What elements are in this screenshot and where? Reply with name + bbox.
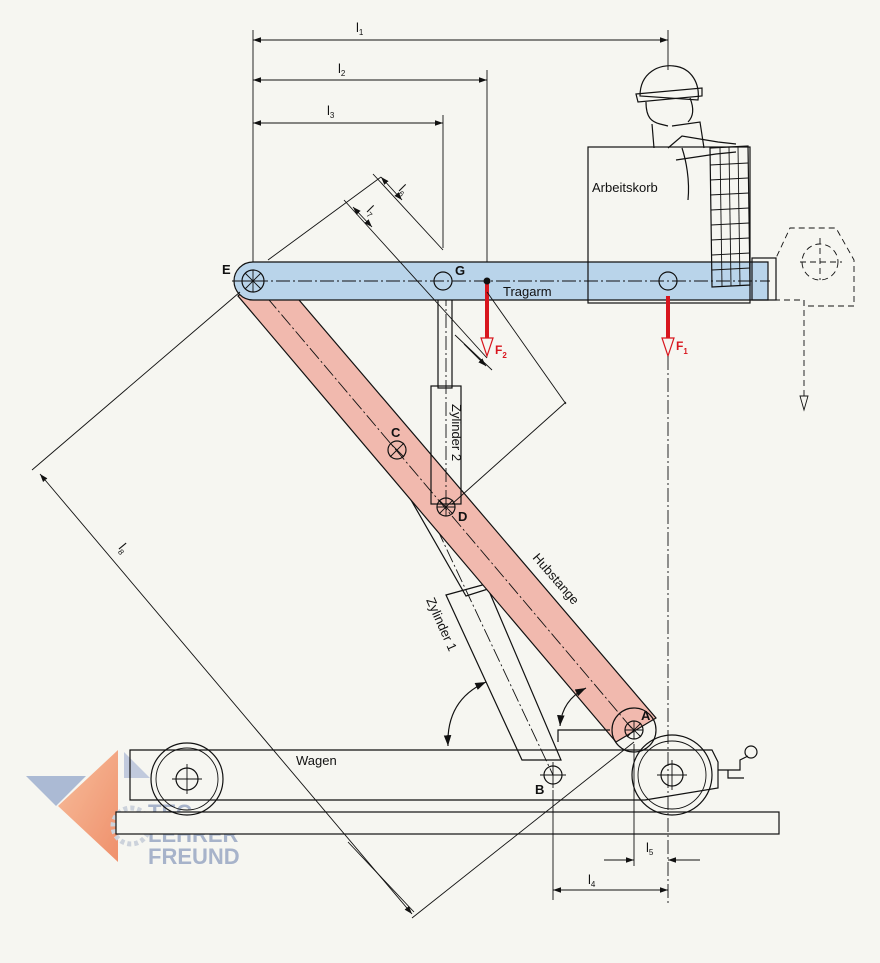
zylinder-2: Zylinder 2 (430, 270, 464, 510)
dim-l1-letter: l (356, 20, 359, 35)
joint-g: G (433, 263, 465, 291)
tec-lehrer-freund-logo: TEC LEHRER FREUND (26, 750, 240, 869)
label-zylinder-2: Zylinder 2 (449, 404, 464, 461)
svg-text:l2: l2 (338, 61, 346, 78)
joint-b: B (535, 762, 566, 797)
dimension-labels: l1 l2 l3 l6 l7 l8 l4 l5 (114, 20, 654, 889)
worker-figure (635, 65, 737, 201)
dim-l6-sub: 6 (397, 189, 407, 199)
label-point-d: D (458, 509, 467, 524)
joint-e: E (222, 262, 265, 293)
dim-l3-letter: l (327, 103, 330, 118)
svg-text:l8: l8 (114, 540, 132, 557)
label-f2-sub: 2 (502, 351, 507, 360)
dim-l1-sub: 1 (359, 28, 364, 37)
dim-l7-sub: 7 (365, 210, 375, 220)
logo-triangle-small (124, 752, 150, 778)
svg-text:F1: F1 (676, 339, 688, 356)
logo-text-freund: FREUND (148, 844, 240, 869)
dim-l8-sub: 8 (116, 548, 126, 558)
tragarm: Tragarm (232, 261, 770, 301)
label-tragarm: Tragarm (503, 284, 552, 299)
dim-l5-sub: 5 (649, 848, 654, 857)
front-wheel (631, 734, 713, 816)
label-point-b: B (535, 782, 544, 797)
anhaengerkupplung (718, 745, 758, 779)
dim-l3-sub: 3 (330, 111, 335, 120)
svg-text:l3: l3 (327, 103, 335, 120)
label-point-e: E (222, 262, 231, 277)
svg-text:l1: l1 (356, 20, 364, 37)
label-arbeitskorb: Arbeitskorb (592, 180, 658, 195)
dim-l4-sub: 4 (591, 880, 596, 889)
dimension-lines (31, 30, 700, 919)
arbeitskorb: Arbeitskorb (587, 145, 777, 304)
rail (115, 811, 780, 835)
helmet-icon (639, 65, 699, 101)
wagen-body (129, 749, 719, 801)
angle-zylinder1 (443, 681, 487, 747)
dim-l2-letter: l (338, 61, 341, 76)
svg-text:l6: l6 (394, 182, 412, 200)
force-f2: F2 (480, 277, 507, 360)
angle-hubstange (557, 687, 587, 727)
svg-text:l7: l7 (362, 203, 380, 221)
joint-c: C (387, 425, 407, 460)
joint-d: D (436, 497, 467, 524)
svg-text:l5: l5 (646, 840, 654, 857)
joint-a: A (624, 708, 651, 740)
lager-a-bracket (557, 729, 610, 742)
label-f1-sub: 1 (683, 347, 688, 356)
dim-l5-letter: l (646, 840, 649, 855)
force-f1: F1 (661, 296, 688, 358)
dim-l2-sub: 2 (341, 69, 346, 78)
svg-text:l4: l4 (588, 872, 596, 889)
dim-l4-letter: l (588, 872, 591, 887)
label-point-c: C (391, 425, 401, 440)
label-f1: F (676, 339, 683, 353)
label-f2: F (495, 343, 502, 357)
joint-basket (658, 271, 678, 291)
label-point-a: A (641, 708, 651, 723)
dim-l8-letter: l (116, 540, 129, 552)
label-point-g: G (455, 263, 465, 278)
label-zylinder-1: Zylinder 1 (423, 595, 460, 653)
alternative-position-dashed (775, 227, 855, 412)
svg-text:F2: F2 (495, 343, 507, 360)
label-wagen: Wagen (296, 753, 337, 768)
logo-triangle-orange (58, 750, 118, 862)
